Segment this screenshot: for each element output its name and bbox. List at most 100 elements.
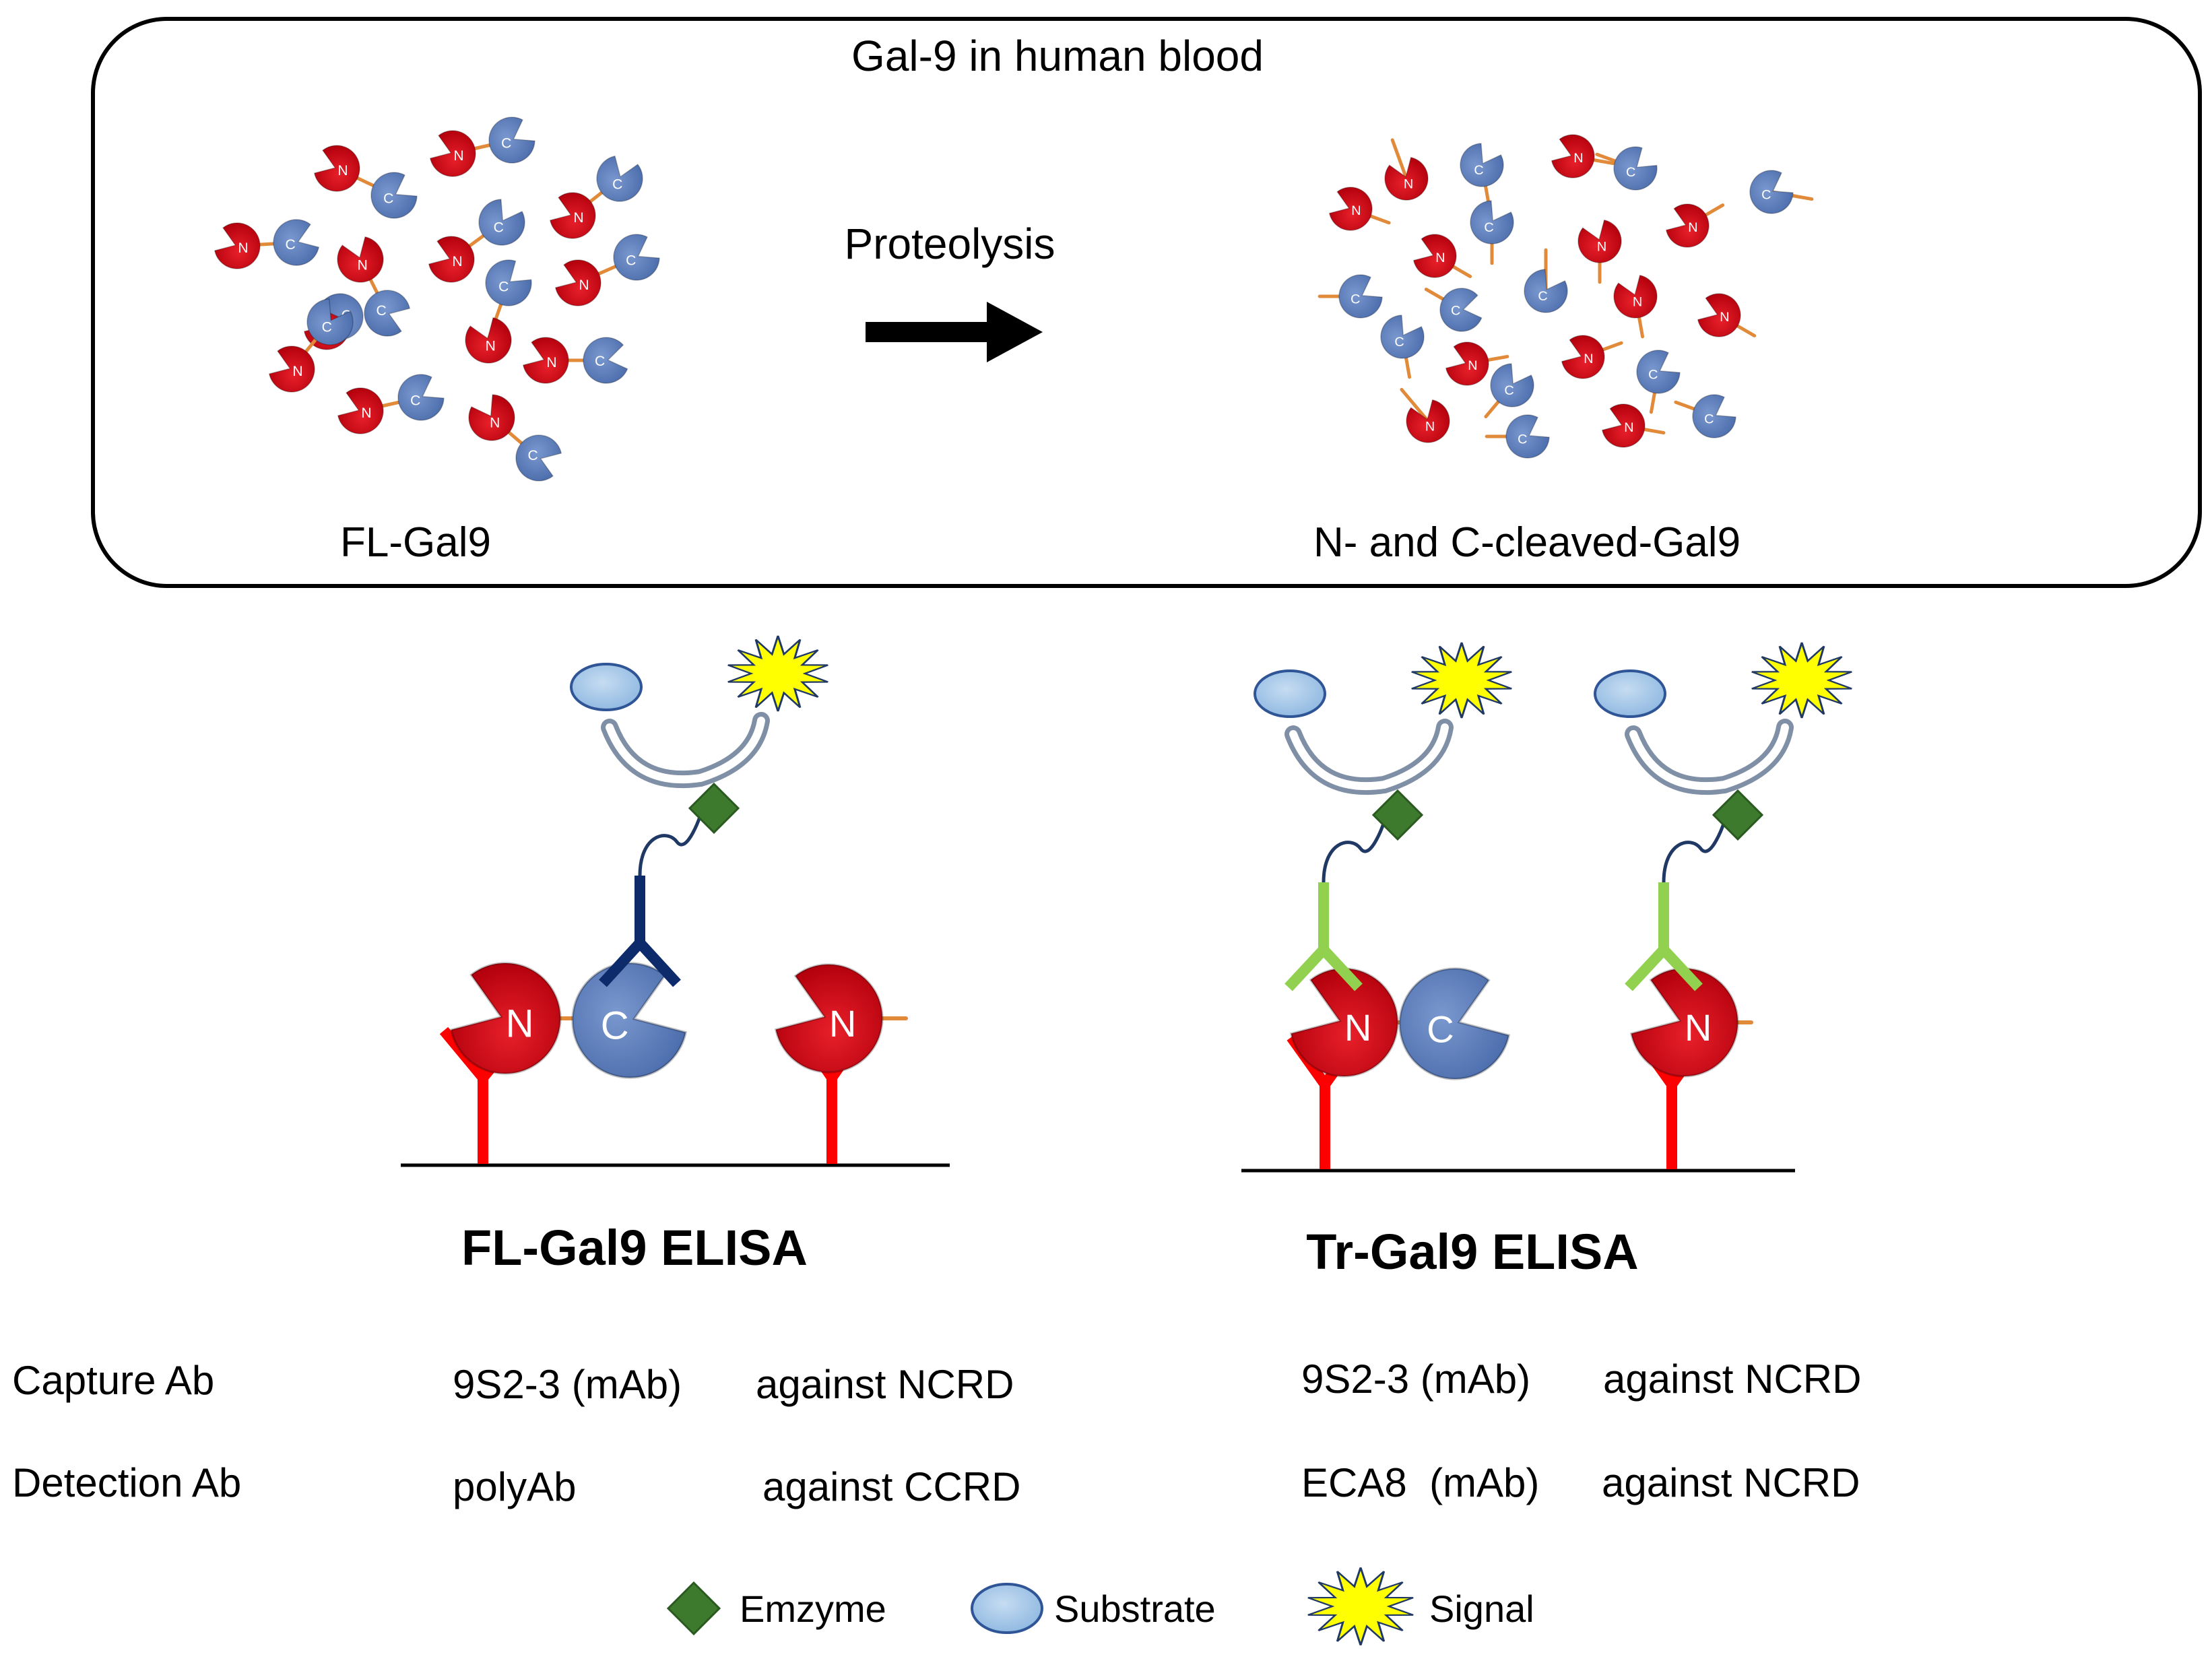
legend: Emzyme Substrate Signal <box>666 1567 1534 1645</box>
cleaved-gal9-label: N- and C-cleaved-Gal9 <box>1313 519 1741 566</box>
svg-text:C: C <box>498 280 509 295</box>
detection-module <box>1254 642 1512 883</box>
detection-monoclonal-antibody <box>1625 882 1703 991</box>
tr-capture-ab: 9S2-3 (mAb) <box>1301 1356 1530 1402</box>
signal-star <box>1307 1567 1414 1645</box>
svg-text:C: C <box>1538 289 1547 304</box>
c-domain: C <box>1460 143 1504 187</box>
c-domain: C <box>613 234 660 281</box>
c-domain: C <box>1692 394 1736 438</box>
signal-icon <box>1751 642 1852 719</box>
cleaved-c-fragment: C <box>1460 143 1504 207</box>
svg-text:C: C <box>1648 367 1658 382</box>
svg-text:N: N <box>1468 358 1477 373</box>
cleaved-n-fragment: N <box>1551 134 1615 178</box>
cleaved-n-fragment: N <box>1384 138 1429 201</box>
cleaved-c-fragment: C <box>1524 248 1568 313</box>
c-domain: C <box>1613 146 1658 191</box>
c-domain: C <box>1636 350 1681 394</box>
fl-gal9-molecule: NC <box>465 259 532 364</box>
fl-gal9-molecule: NC <box>468 394 562 482</box>
c-domain: C <box>1470 200 1514 244</box>
cleaved-n-fragment: N <box>1613 274 1658 339</box>
svg-text:C: C <box>612 176 622 192</box>
svg-text:C: C <box>285 237 295 253</box>
fl-gal9-molecule: NC <box>429 117 535 177</box>
signal-icon <box>1411 642 1512 719</box>
c-domain: C <box>488 117 535 164</box>
enzyme-legend-icon <box>666 1581 721 1636</box>
svg-text:N: N <box>452 254 462 269</box>
svg-text:C: C <box>376 303 386 319</box>
cleaved-n-fragment: N <box>1445 341 1509 386</box>
svg-text:C: C <box>1626 165 1635 180</box>
n-domain: N <box>1601 403 1646 448</box>
n-domain: N <box>554 259 601 306</box>
cleaved-n-fragment: N <box>1601 403 1666 448</box>
cleaved-n-fragment: N <box>1665 203 1725 248</box>
c-domain: C <box>397 374 445 421</box>
svg-text:N: N <box>292 364 302 379</box>
c-domain: C <box>1380 315 1425 359</box>
detection-polyclonal-antibody <box>599 876 681 987</box>
svg-text:N: N <box>1425 419 1435 434</box>
svg-text:N: N <box>506 1002 534 1045</box>
n-domain: N <box>337 236 384 283</box>
svg-text:N: N <box>1584 352 1593 366</box>
svg-text:N: N <box>1573 151 1583 166</box>
substrate-icon <box>1254 669 1326 718</box>
n-domain: N <box>1384 156 1429 201</box>
fl-capture-ab: 9S2-3 (mAb) <box>453 1362 682 1407</box>
detection-ab-label: Detection Ab <box>12 1460 241 1505</box>
svg-text:N: N <box>1633 294 1642 309</box>
svg-text:C: C <box>1761 187 1771 202</box>
fl-gal9-molecule: NC <box>337 236 411 337</box>
c-domain: C <box>1398 967 1511 1080</box>
n-domain: N <box>1445 341 1489 386</box>
svg-text:C: C <box>494 220 504 236</box>
signal-icon <box>727 635 828 712</box>
n-domain: N <box>1561 335 1605 379</box>
cleaved-c-fragment: C <box>1470 200 1514 265</box>
c-domain: C <box>1524 269 1568 313</box>
svg-text:C: C <box>1451 304 1460 319</box>
enzyme-icon <box>1712 789 1764 841</box>
svg-text:C: C <box>601 1004 629 1048</box>
svg-text:N: N <box>361 405 371 421</box>
cleaved-n-fragment: N <box>1577 219 1622 284</box>
svg-text:C: C <box>1351 292 1360 306</box>
detection-monoclonal-antibody <box>1284 882 1363 991</box>
c-domain: C <box>596 155 643 202</box>
n-domain: N <box>1412 234 1457 278</box>
c-domain: C <box>485 259 532 306</box>
n-domain: N <box>1406 399 1450 443</box>
fl-elisa-title: FL-Gal9 ELISA <box>461 1220 808 1276</box>
svg-text:N: N <box>829 1002 856 1045</box>
fl-detection-target: against CCRD <box>762 1464 1020 1509</box>
n-domain: N <box>214 222 261 269</box>
substrate-legend-icon <box>971 1583 1043 1634</box>
cleaved-n-fragment: N <box>1697 293 1757 337</box>
substrate-legend-label: Substrate <box>1054 1588 1216 1630</box>
c-domain: C <box>364 290 411 337</box>
svg-text:C: C <box>501 135 511 151</box>
svg-text:N: N <box>1435 251 1445 265</box>
fl-gal9-molecule: NC <box>268 298 354 393</box>
n-domain: N <box>465 317 512 364</box>
svg-text:C: C <box>322 320 332 335</box>
fl-gal9-molecule: NC <box>428 199 525 283</box>
n-domain: N <box>449 962 562 1075</box>
cleaved-c-fragment: C <box>1485 414 1550 459</box>
svg-text:N: N <box>1688 220 1697 235</box>
panel-title: Gal-9 in human blood <box>851 32 1264 80</box>
arrow-label: Proteolysis <box>845 220 1055 268</box>
svg-text:N: N <box>1720 310 1729 325</box>
svg-text:C: C <box>1504 383 1514 398</box>
capture-ab-label: Capture Ab <box>12 1358 214 1403</box>
cleaved-c-fragment: C <box>1380 315 1425 379</box>
enzyme-legend-label: Emzyme <box>740 1588 886 1630</box>
fl-gal9-molecule: NC <box>337 374 445 434</box>
